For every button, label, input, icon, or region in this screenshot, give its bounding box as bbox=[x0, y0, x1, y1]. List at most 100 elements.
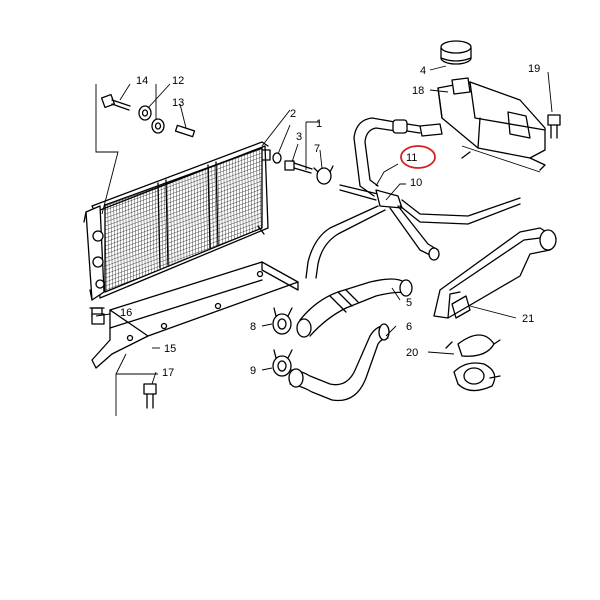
highlight-ring bbox=[400, 145, 436, 169]
radiator-tube bbox=[105, 181, 262, 245]
clamp-7 bbox=[313, 165, 334, 185]
radiator-fin bbox=[192, 148, 198, 292]
leader-lines bbox=[95, 65, 553, 385]
radiator-tube bbox=[105, 149, 262, 213]
callout-20: 20 bbox=[406, 347, 418, 359]
radiator-fin bbox=[114, 148, 120, 292]
pin-13 bbox=[174, 124, 196, 138]
callout-labels: 14 12 13 2 1 3 7 4 18 19 11 10 5 6 8 9 1… bbox=[120, 63, 540, 379]
radiator-fin bbox=[277, 140, 281, 300]
radiator-fin bbox=[105, 148, 111, 292]
radiator-tube bbox=[105, 213, 262, 277]
bolt-3 bbox=[284, 160, 313, 174]
callout-21: 21 bbox=[522, 313, 534, 325]
callout-3: 3 bbox=[296, 131, 302, 143]
hose-10 bbox=[305, 184, 521, 279]
radiator-fin bbox=[231, 148, 237, 292]
radiator-tube bbox=[105, 241, 262, 292]
radiator-tube bbox=[105, 197, 262, 261]
filler-cap bbox=[440, 40, 472, 65]
radiator-tube bbox=[105, 193, 262, 257]
radiator-fin bbox=[268, 140, 272, 300]
radiator-fin bbox=[138, 148, 144, 292]
callout-14: 14 bbox=[136, 75, 148, 87]
radiator-fin bbox=[111, 148, 117, 292]
callout-15: 15 bbox=[164, 343, 176, 355]
bolt-19 bbox=[547, 114, 561, 139]
radiator-tube bbox=[105, 161, 262, 225]
radiator-tube bbox=[105, 185, 262, 249]
radiator-tube bbox=[105, 217, 262, 281]
callout-4: 4 bbox=[420, 65, 426, 77]
radiator-tube bbox=[105, 245, 262, 292]
radiator-fin bbox=[237, 148, 243, 292]
radiator-tube bbox=[105, 221, 262, 285]
radiator-fin bbox=[159, 148, 165, 292]
radiator-fin bbox=[225, 148, 231, 292]
hose-6 bbox=[288, 323, 390, 402]
clamp-8 bbox=[272, 307, 293, 335]
radiator-tube bbox=[105, 148, 262, 201]
radiator-tube bbox=[105, 165, 262, 229]
clamp-20 bbox=[445, 334, 501, 392]
radiator-fin bbox=[180, 148, 186, 292]
radiator-tube bbox=[105, 148, 262, 205]
radiator-fin bbox=[258, 148, 262, 292]
radiator-tube bbox=[105, 173, 262, 237]
hose-11 bbox=[353, 117, 421, 197]
radiator-fin bbox=[228, 148, 234, 292]
radiator-fin bbox=[204, 148, 210, 292]
radiator-fin bbox=[171, 148, 177, 292]
radiator-fin bbox=[243, 148, 249, 292]
radiator-tube bbox=[105, 177, 262, 241]
callout-13: 13 bbox=[172, 97, 184, 109]
leader-group-12-14 bbox=[95, 84, 119, 215]
radiator-tube bbox=[105, 189, 262, 253]
radiator-fin bbox=[195, 148, 201, 292]
bolt-16 bbox=[91, 313, 105, 325]
radiator-fin bbox=[126, 148, 132, 292]
washer-2 bbox=[272, 152, 282, 164]
bush-12b bbox=[151, 118, 165, 134]
radiator-tube bbox=[105, 157, 262, 221]
radiator-tube bbox=[105, 237, 262, 292]
callout-16: 16 bbox=[120, 307, 132, 319]
radiator-fin bbox=[234, 148, 240, 292]
radiator-fin bbox=[246, 148, 252, 292]
expansion-tank bbox=[419, 77, 546, 171]
radiator-fin bbox=[274, 140, 278, 300]
hose-5 bbox=[296, 278, 413, 338]
radiator-tube bbox=[105, 201, 262, 265]
radiator-fin bbox=[222, 148, 228, 292]
radiator-fin bbox=[189, 148, 195, 292]
radiator-fin bbox=[117, 148, 123, 292]
radiator-fin bbox=[135, 148, 141, 292]
radiator-fin bbox=[123, 148, 129, 292]
callout-11: 11 bbox=[406, 152, 417, 164]
radiator-fin bbox=[132, 148, 138, 292]
radiator-core bbox=[105, 140, 281, 300]
radiator-tube bbox=[105, 209, 262, 273]
callout-2: 2 bbox=[290, 108, 296, 120]
callout-18: 18 bbox=[412, 85, 424, 97]
radiator bbox=[83, 140, 281, 318]
radiator-fin bbox=[210, 148, 216, 292]
callout-10: 10 bbox=[410, 177, 422, 189]
clamp-9 bbox=[272, 349, 293, 377]
radiator-tube bbox=[105, 205, 262, 269]
callout-8: 8 bbox=[250, 321, 256, 333]
bolt-14 bbox=[100, 93, 131, 111]
callout-12: 12 bbox=[172, 75, 184, 87]
callout-5: 5 bbox=[406, 297, 412, 309]
radiator-tube bbox=[105, 153, 262, 217]
callout-6: 6 bbox=[406, 321, 412, 333]
radiator-fin bbox=[177, 148, 183, 292]
callout-17: 17 bbox=[162, 367, 174, 379]
callout-1: 1 bbox=[316, 118, 322, 130]
callout-9: 9 bbox=[250, 365, 256, 377]
callout-19: 19 bbox=[528, 63, 540, 75]
radiator-fin bbox=[168, 148, 174, 292]
bush-12 bbox=[138, 105, 152, 121]
bracket-21 bbox=[433, 227, 557, 319]
